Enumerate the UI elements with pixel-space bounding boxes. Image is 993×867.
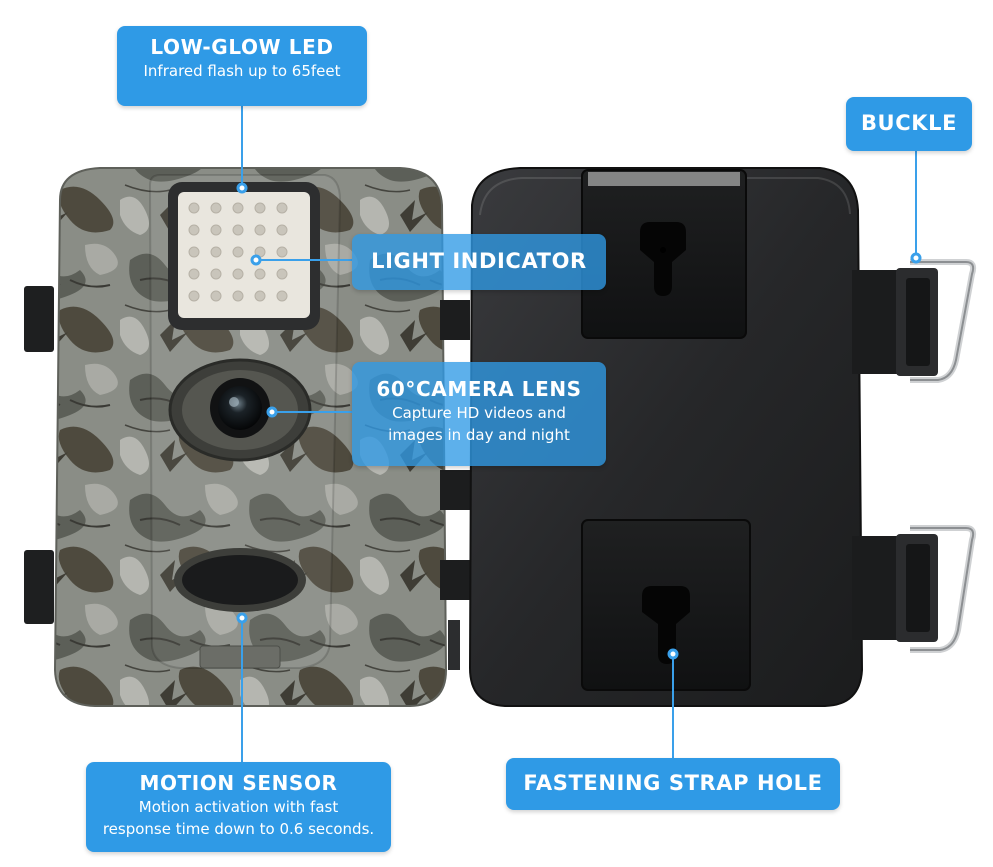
motion-sensor-description-line2: response time down to 0.6 seconds. [102, 820, 375, 838]
low-glow-led-description: Infrared flash up to 65feet [143, 62, 341, 80]
motion-sensor-window [174, 548, 306, 612]
camera-lens [168, 358, 312, 462]
left-hinge-tabs [24, 286, 54, 624]
upper-strap-plate [581, 169, 747, 339]
small-front-panel [199, 645, 281, 669]
motion-sensor-description-line1: Motion activation with fast [138, 798, 339, 816]
lower-buckle [852, 525, 977, 653]
camera-back-housing [468, 167, 864, 707]
upper-buckle [852, 259, 977, 383]
fastening-strap-hole-callout: FASTENING STRAP HOLE [506, 758, 840, 810]
camera-lens-title: 60°CAMERA LENS [376, 377, 582, 401]
ir-led-array [168, 182, 320, 330]
leader-lines [241, 106, 917, 762]
leader-dots [236, 182, 922, 660]
camera-lens-description-line2: images in day and night [388, 426, 570, 444]
motion-sensor-title: MOTION SENSOR [139, 771, 338, 795]
buckle-callout: BUCKLE [846, 97, 972, 151]
light-indicator-title: LIGHT INDICATOR [371, 249, 587, 273]
buckle-title: BUCKLE [860, 111, 958, 135]
lower-strap-plate [581, 519, 751, 691]
low-glow-led-callout: LOW-GLOW LED Infrared flash up to 65feet [117, 26, 367, 106]
camera-lens-callout: 60°CAMERA LENS Capture HD videos and ima… [352, 362, 606, 466]
light-indicator-callout: LIGHT INDICATOR [352, 234, 606, 290]
camera-lens-description-line1: Capture HD videos and [392, 404, 566, 422]
motion-sensor-callout: MOTION SENSOR Motion activation with fas… [86, 762, 391, 852]
fastening-strap-hole-title: FASTENING STRAP HOLE [523, 771, 823, 795]
low-glow-led-title: LOW-GLOW LED [150, 35, 334, 59]
center-hinge [440, 300, 470, 670]
